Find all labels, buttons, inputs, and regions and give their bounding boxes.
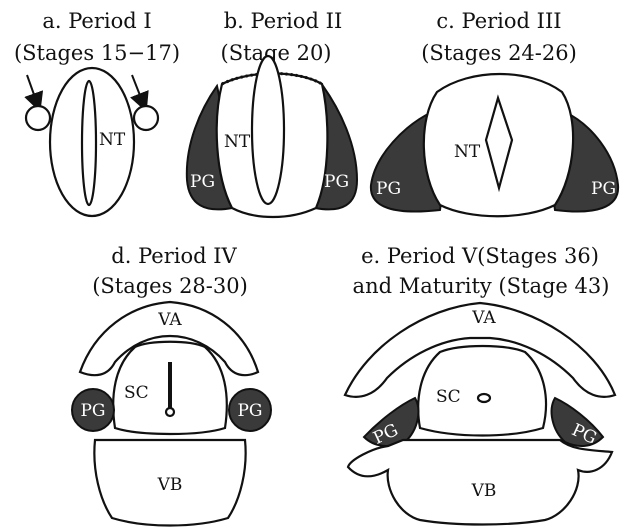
panel-c-title: c. Period III — [436, 9, 561, 33]
canal-opening-d — [166, 408, 174, 416]
label-nt-b: NT — [224, 132, 251, 152]
panel-d-title: d. Period IV — [111, 244, 237, 268]
label-vb-e: VB — [471, 481, 497, 501]
label-pg-left-d: PG — [80, 401, 105, 421]
label-pg-left-b: PG — [190, 172, 215, 192]
panel-a-title: a. Period I — [42, 9, 151, 33]
panel-c: c. Period III (Stages 24-26) NT PG PG — [371, 9, 618, 216]
label-va-d: VA — [157, 310, 182, 330]
panel-d: d. Period IV (Stages 28-30) VA SC VB PG … — [72, 244, 271, 526]
panel-d-subtitle: (Stages 28-30) — [92, 274, 248, 298]
placode-left — [26, 106, 50, 130]
panel-a: a. Period I (Stages 15−17) NT — [14, 9, 180, 216]
neural-tube — [82, 81, 96, 205]
neural-tube-b — [252, 56, 284, 204]
panel-b-title: b. Period II — [224, 9, 343, 33]
label-nt-a: NT — [99, 130, 126, 150]
label-va-e: VA — [471, 308, 496, 328]
panel-a-subtitle: (Stages 15−17) — [14, 41, 180, 65]
label-pg-right-c: PG — [591, 179, 616, 199]
placode-right — [134, 106, 158, 130]
panel-b-subtitle: (Stage 20) — [221, 41, 332, 65]
panel-e: e. Period V(Stages 36) and Maturity (Sta… — [345, 244, 615, 525]
label-pg-right-d: PG — [237, 401, 262, 421]
label-vb-d: VB — [157, 475, 183, 495]
label-nt-c: NT — [454, 142, 481, 162]
arrow-right-icon — [132, 75, 143, 103]
panel-e-subtitle: and Maturity (Stage 43) — [353, 274, 610, 298]
label-pg-right-b: PG — [324, 172, 349, 192]
panel-b: b. Period II (Stage 20) NT PG PG — [187, 9, 357, 217]
label-sc-d: SC — [124, 383, 149, 403]
arrow-left-icon — [27, 75, 37, 103]
central-canal-e — [478, 394, 490, 402]
label-sc-e: SC — [436, 387, 461, 407]
label-pg-left-c: PG — [376, 179, 401, 199]
panel-e-title: e. Period V(Stages 36) — [361, 244, 599, 268]
panel-c-subtitle: (Stages 24-26) — [421, 41, 577, 65]
